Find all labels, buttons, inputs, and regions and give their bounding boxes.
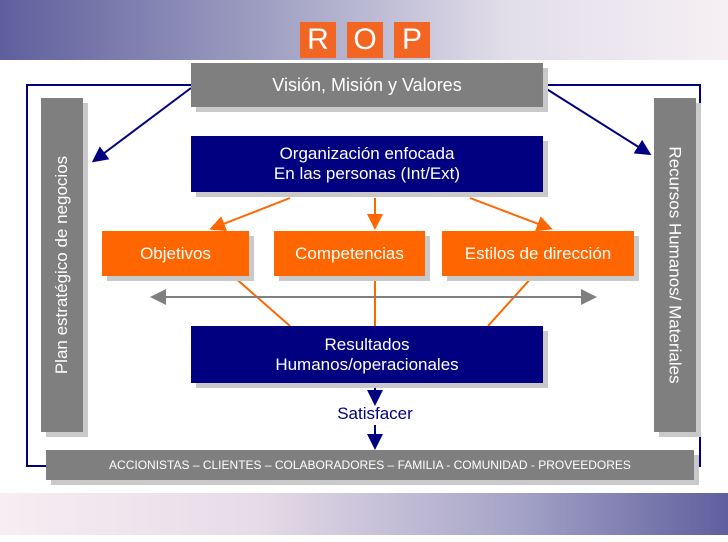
left-bar: Plan estratégico de negocios — [41, 98, 83, 432]
organization-box: Organización enfocada En las personas (I… — [191, 136, 543, 192]
management-styles-box: Estilos de dirección — [442, 231, 634, 276]
arrow-to-plan — [91, 87, 192, 163]
results-box: Resultados Humanos/operacionales — [191, 326, 543, 383]
vision-box: Visión, Misión y Valores — [191, 63, 543, 107]
stakeholders-bar: ACCIONISTAS – CLIENTES – COLABORADORES –… — [46, 450, 694, 480]
organization-line1: Organización enfocada — [279, 144, 455, 163]
arrow-to-resources — [544, 87, 652, 156]
competencies-box: Competencias — [274, 231, 425, 276]
right-bar: Recursos Humanos/ Materiales — [654, 98, 696, 432]
title-letter-r: R — [300, 22, 336, 58]
left-bar-label: Plan estratégico de negocios — [52, 155, 71, 375]
outer-frame-left — [26, 84, 191, 467]
results-line1: Resultados — [324, 334, 410, 354]
line-objectives-results — [232, 275, 291, 327]
organization-line2: En las personas (Int/Ext) — [273, 164, 461, 183]
footer-band — [0, 493, 728, 535]
arrow-to-objectives — [209, 197, 291, 232]
arrow-to-styles — [469, 197, 553, 232]
line-styles-results — [487, 275, 534, 327]
outer-frame-right — [545, 84, 701, 467]
objectives-box: Objetivos — [102, 231, 249, 276]
title-letter-p: P — [394, 22, 430, 58]
title-letter-o: O — [347, 22, 383, 58]
satisfy-label: Satisfacer — [337, 404, 413, 423]
right-bar-label: Recursos Humanos/ Materiales — [666, 146, 685, 384]
results-line2: Humanos/operacionales — [275, 354, 459, 374]
